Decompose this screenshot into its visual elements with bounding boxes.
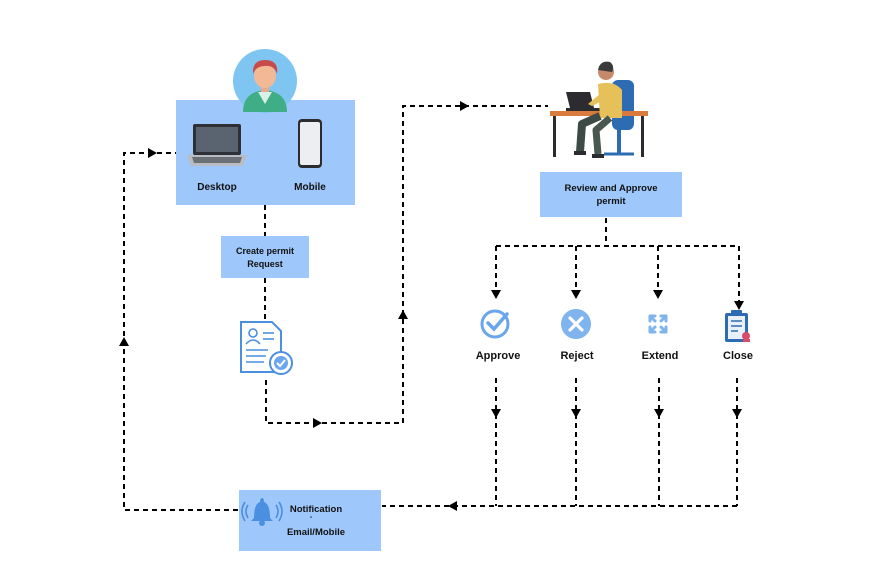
arrowhead <box>148 148 157 158</box>
connector-notification-to-devices <box>123 152 238 511</box>
arrowhead <box>653 290 663 299</box>
desktop-label: Desktop <box>197 182 237 193</box>
action-label-close: Close <box>723 350 753 362</box>
arrowhead <box>571 290 581 299</box>
notification-title: Notification <box>289 504 343 515</box>
arrowhead <box>491 409 501 418</box>
create-request-box <box>221 236 309 278</box>
notification-channels: Email/Mobile <box>286 527 346 538</box>
arrowhead <box>448 501 457 511</box>
create-request-label-line1: Create permit <box>235 246 295 256</box>
arrowhead <box>732 409 742 418</box>
arrowhead <box>313 418 322 428</box>
mobile-label: Mobile <box>294 182 326 193</box>
arrowhead <box>491 290 501 299</box>
connector-document-to-review <box>265 105 548 424</box>
arrowhead <box>734 301 744 310</box>
arrowhead <box>571 409 581 418</box>
action-label-extend: Extend <box>641 350 679 362</box>
action-label-approve: Approve <box>475 350 521 362</box>
notification-separator: - <box>309 514 313 521</box>
create-request-label-line2: Request <box>247 259 283 269</box>
review-label-line1: Review and Approve <box>564 183 658 194</box>
review-label-line2: permit <box>596 196 626 207</box>
arrowhead <box>119 337 129 346</box>
action-label-reject: Reject <box>560 350 594 362</box>
arrowhead <box>654 409 664 418</box>
arrowhead <box>398 310 408 319</box>
review-approve-box <box>540 172 682 217</box>
arrowhead <box>460 101 469 111</box>
